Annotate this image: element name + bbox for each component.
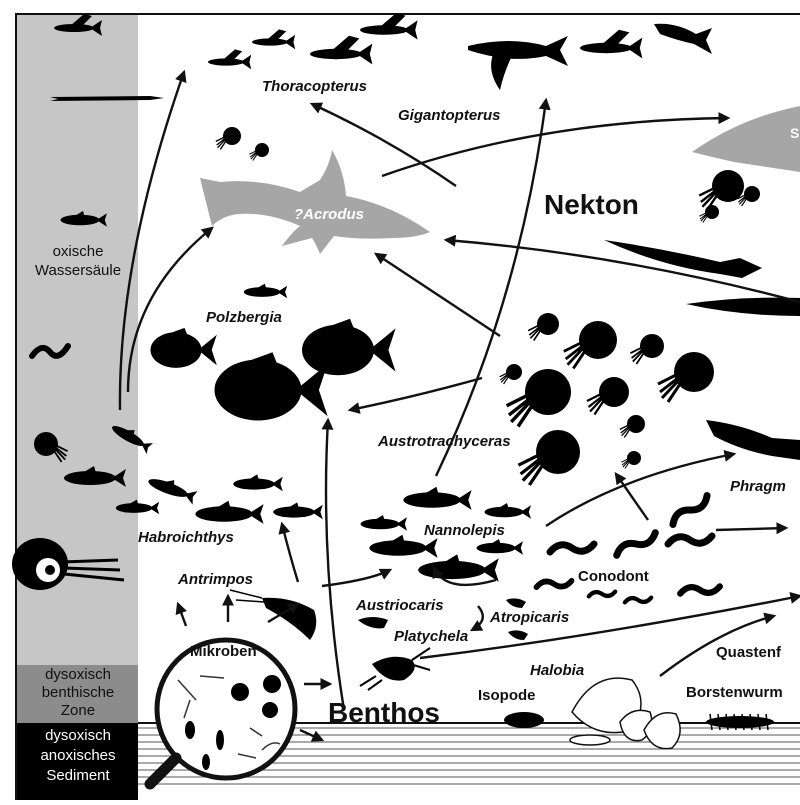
anoxic-sediment-band xyxy=(17,723,138,800)
label-isopode: Isopode xyxy=(478,687,536,704)
food-web-arrows xyxy=(118,69,800,742)
label-habroichthys: Habroichthys xyxy=(138,529,234,546)
label-gigantopterus: Gigantopterus xyxy=(398,107,501,124)
zone-dysoxic-label-3: Zone xyxy=(61,702,95,719)
arrow-acrodus-to-right-shark xyxy=(381,112,731,178)
zone-anoxic-label-1: dysoxisch xyxy=(45,727,111,744)
label-austrotrachyceras: Austrotrachyceras xyxy=(377,433,511,450)
antrimpos-shrimp-silhouette xyxy=(229,589,317,640)
zone-oxic-label-1: oxische xyxy=(53,243,104,260)
label-austriocaris: Austriocaris xyxy=(355,597,444,614)
arrow-small-loop xyxy=(469,605,484,632)
label-nannolepis: Nannolepis xyxy=(424,522,505,539)
microbe-filaments xyxy=(177,675,281,759)
arrow-ammonoids-to-acrodus xyxy=(373,252,501,337)
column-silhouettes xyxy=(12,14,164,590)
arrow-to-phragmo xyxy=(545,449,737,527)
arrow-to-thoracopterus xyxy=(309,102,457,187)
zone-anoxic-label-3: Sediment xyxy=(46,767,110,784)
arrow-ammonoids-to-polzbergia xyxy=(347,376,483,414)
label-conodont: Conodont xyxy=(578,568,649,585)
arrow-column-acrodus xyxy=(126,226,214,393)
austriocaris-silhouette xyxy=(358,617,388,629)
zone-dysoxic-label-1: dysoxisch xyxy=(45,666,111,683)
saurichthys-silhouette xyxy=(604,240,762,278)
zone-anoxic-label-2: anoxisches xyxy=(40,747,115,764)
arrow-benthos-to-polzbergia xyxy=(321,417,346,711)
arrow-up-to-gigantopterus xyxy=(434,97,551,477)
atropicaris-silhouettes xyxy=(506,598,528,640)
right-nekton-silhouettes xyxy=(604,168,800,316)
zone-dysoxic-label-2: benthische xyxy=(42,684,115,701)
shark2-silhouette xyxy=(692,106,800,172)
label-acrodus: ?Acrodus xyxy=(294,206,364,223)
arrow-conodont-to-ammonoids xyxy=(614,472,649,521)
arrow-microbes-down-right xyxy=(299,728,325,742)
label-nekton: Nekton xyxy=(544,189,639,220)
label-benthos: Benthos xyxy=(328,697,440,728)
acrodus-shark-silhouette xyxy=(200,150,430,254)
magnifier-handle xyxy=(144,752,182,790)
arrow-to-nannolepis xyxy=(432,565,497,587)
arrow-antrimpos-to-nannolepis xyxy=(321,568,393,588)
label-phragmo: Phragm xyxy=(730,478,786,495)
label-halobia: Halobia xyxy=(530,662,584,679)
label-platychela: Platychela xyxy=(394,628,468,645)
label-atropicaris: Atropicaris xyxy=(489,609,569,626)
dysoxic-benthic-zone-band xyxy=(17,665,138,723)
needlefish-silhouette xyxy=(50,96,164,101)
label-quastenf: Quastenf xyxy=(716,644,782,661)
arrow-conodont-right xyxy=(715,522,789,535)
arrow-microbes-to-shrimp xyxy=(267,602,301,624)
zone-oxic-label-2: Wassersäule xyxy=(35,262,121,279)
phragmoteuthis-silhouette xyxy=(706,420,800,460)
halobia-silhouettes xyxy=(569,677,681,750)
label-mikroben: Mikroben xyxy=(190,643,257,660)
arrow-halobia-to-quastenf xyxy=(659,612,777,677)
gigantopterus-silhouettes xyxy=(468,23,712,90)
borstenwurm-silhouette xyxy=(706,713,774,731)
arrow-right-to-acrodus xyxy=(443,234,800,304)
magnifier-lens xyxy=(154,637,298,781)
arrow-microbes-up-left xyxy=(175,601,188,627)
microbes xyxy=(185,675,281,770)
arrow-to-habroichthys xyxy=(278,521,300,583)
isopode-silhouette xyxy=(504,712,544,728)
label-polzbergia: Polzbergia xyxy=(206,309,282,326)
platychela-silhouette xyxy=(359,647,431,691)
arrow-platychela-right xyxy=(419,591,800,660)
label-borstenwurm: Borstenwurm xyxy=(686,684,783,701)
label-shark2: S xyxy=(790,125,799,141)
arrow-column-thoracopterus xyxy=(118,69,187,411)
label-antrimpos: Antrimpos xyxy=(177,571,253,588)
label-thoracopterus: Thoracopterus xyxy=(262,78,367,95)
